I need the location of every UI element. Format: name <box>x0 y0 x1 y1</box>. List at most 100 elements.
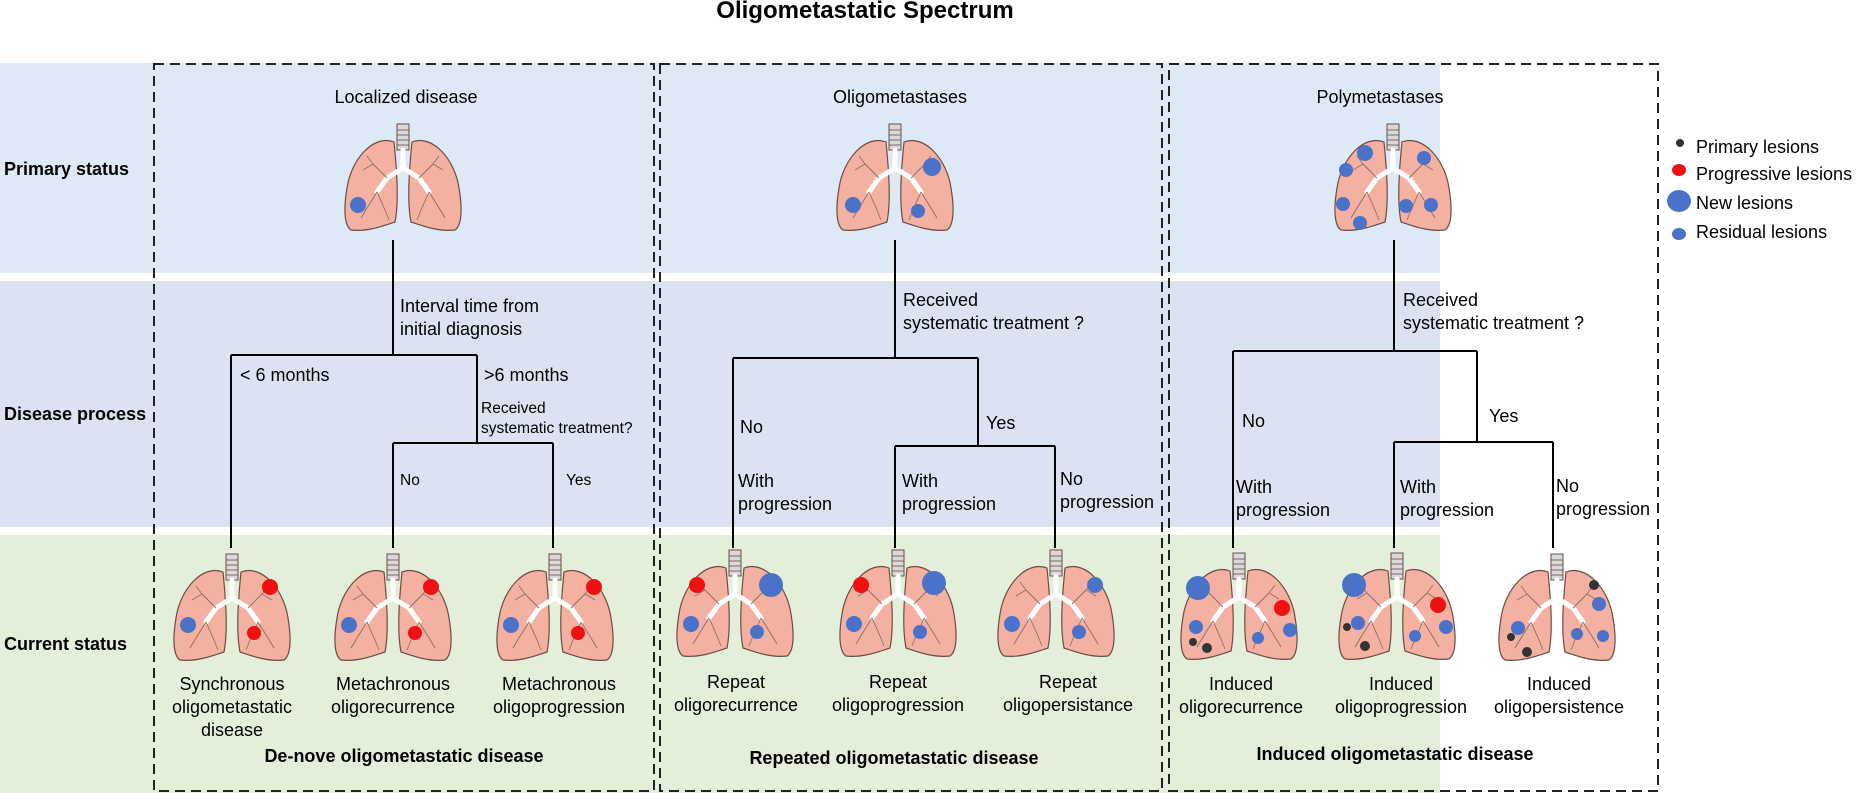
residual-lesion <box>1004 616 1020 632</box>
panel3-leaf-right-line1: No <box>1556 476 1579 496</box>
panel3-outcome3-line2: oligopersistence <box>1494 697 1624 717</box>
panel3-branch-left: No <box>1242 411 1265 431</box>
panel2-branch-right: Yes <box>986 413 1015 433</box>
progressive-lesion <box>571 626 585 640</box>
new-lesion <box>759 573 783 597</box>
panel3-outcome3-line1: Induced <box>1527 674 1591 694</box>
diagram-title: Oligometastatic Spectrum <box>716 0 1013 24</box>
panel2-leaf-left-line1: With <box>738 471 774 491</box>
residual-lesion <box>1409 630 1421 642</box>
residual-lesion <box>341 617 357 633</box>
panel3-outcome2-line2: oligoprogression <box>1335 697 1467 717</box>
residual-lesion <box>750 625 764 639</box>
legend-label-residual: Residual lesions <box>1696 222 1827 242</box>
legend-label-new: New lesions <box>1696 193 1793 213</box>
residual-lesion <box>1189 620 1203 634</box>
progressive-lesion <box>689 577 705 593</box>
row-label-current: Current status <box>4 634 127 654</box>
panel3-leaf-left-line1: With <box>1236 477 1272 497</box>
residual-lesion <box>845 197 861 213</box>
panel3-leaf-mid-line1: With <box>1400 477 1436 497</box>
panel1-branch-left: < 6 months <box>240 365 330 385</box>
panel2-outcome1-line1: Repeat <box>707 672 765 692</box>
progressive-lesion <box>423 579 439 595</box>
panel1-outcome1-line3: disease <box>201 720 263 740</box>
panel2-leaf-mid-line1: With <box>902 471 938 491</box>
residual-lesion <box>1353 216 1367 230</box>
residual-lesion <box>1511 621 1525 635</box>
panel1-outcome2-line2: oligorecurrence <box>331 697 455 717</box>
panel2-question-line1: Received <box>903 290 978 310</box>
residual-lesion <box>1399 199 1413 213</box>
new-lesion <box>922 571 946 595</box>
row-label-process: Disease process <box>4 404 146 424</box>
panel1-branch-right: >6 months <box>484 365 569 385</box>
primary-lesion <box>1202 643 1212 653</box>
panel2-leaf-right-line2: progression <box>1060 492 1154 512</box>
panel3-outcome1-line2: oligorecurrence <box>1179 697 1303 717</box>
panel2-leaf-right-line1: No <box>1060 469 1083 489</box>
legend-label-primary: Primary lesions <box>1696 137 1819 157</box>
panel3-question-line1: Received <box>1403 290 1478 310</box>
residual-lesion <box>503 617 519 633</box>
legend-label-progressive: Progressive lesions <box>1696 164 1852 184</box>
panel1-sub-no: No <box>400 472 420 489</box>
panel2-question-line2: systematic treatment ? <box>903 313 1084 333</box>
panel1-outcome3-line2: oligoprogression <box>493 697 625 717</box>
residual-lesion <box>1336 197 1350 211</box>
panel1-sub-yes: Yes <box>566 472 592 489</box>
residual-lesion <box>683 616 699 632</box>
residual-lesion <box>1072 625 1086 639</box>
panel-box-denovo <box>153 63 655 792</box>
progressive-lesion <box>247 626 261 640</box>
panel3-branch-right: Yes <box>1489 406 1518 426</box>
progressive-lesion <box>1430 597 1446 613</box>
panel-box-repeated <box>659 63 1163 792</box>
residual-lesion <box>1597 630 1609 642</box>
residual-lesion <box>1339 163 1353 177</box>
new-lesion-icon <box>1667 190 1691 212</box>
primary-lesion <box>1189 638 1197 646</box>
residual-lesion <box>846 616 862 632</box>
residual-lesion-icon <box>1672 228 1686 240</box>
primary-lesion <box>1507 633 1515 641</box>
panel1-question-line2: initial diagnosis <box>400 319 522 339</box>
panel1-outcome1-line2: oligometastatic <box>172 697 292 717</box>
residual-lesion <box>1087 577 1103 593</box>
residual-lesion <box>923 158 941 176</box>
primary-status-band <box>0 63 1440 273</box>
panel2-leaf-mid-line2: progression <box>902 494 996 514</box>
panel2-outcome2-line2: oligoprogression <box>832 695 964 715</box>
panel-box-induced <box>1168 63 1659 792</box>
panel3-header: Polymetastases <box>1316 87 1443 107</box>
primary-lesion <box>1522 647 1532 657</box>
legend-area <box>1658 63 1858 273</box>
progressive-lesion <box>853 577 869 593</box>
panel2-outcome3-line1: Repeat <box>1039 672 1097 692</box>
panel2-branch-left: No <box>740 417 763 437</box>
panel2-outcome2-line1: Repeat <box>869 672 927 692</box>
disease-process-band <box>0 281 1440 527</box>
new-lesion <box>1186 576 1210 600</box>
residual-lesion <box>180 617 196 633</box>
panel1-footer: De-nove oligometastatic disease <box>264 746 543 766</box>
panel2-leaf-left-line2: progression <box>738 494 832 514</box>
progressive-lesion <box>262 579 278 595</box>
residual-lesion <box>1424 198 1438 212</box>
residual-lesion <box>1417 151 1431 165</box>
panel1-header: Localized disease <box>334 87 477 107</box>
progressive-lesion <box>408 626 422 640</box>
residual-lesion <box>1252 632 1264 644</box>
panel1-outcome3-line1: Metachronous <box>502 674 616 694</box>
panel3-leaf-left-line2: progression <box>1236 500 1330 520</box>
primary-lesion <box>1360 641 1370 651</box>
panel3-outcome1-line1: Induced <box>1209 674 1273 694</box>
panel3-leaf-right-line2: progression <box>1556 499 1650 519</box>
panel3-outcome2-line1: Induced <box>1369 674 1433 694</box>
panel1-connector <box>230 240 554 548</box>
panel3-footer: Induced oligometastatic disease <box>1256 744 1533 764</box>
primary-lesion <box>1589 580 1599 590</box>
panel2-footer: Repeated oligometastatic disease <box>749 748 1038 768</box>
residual-lesion <box>1571 628 1583 640</box>
row-label-primary: Primary status <box>4 159 129 179</box>
